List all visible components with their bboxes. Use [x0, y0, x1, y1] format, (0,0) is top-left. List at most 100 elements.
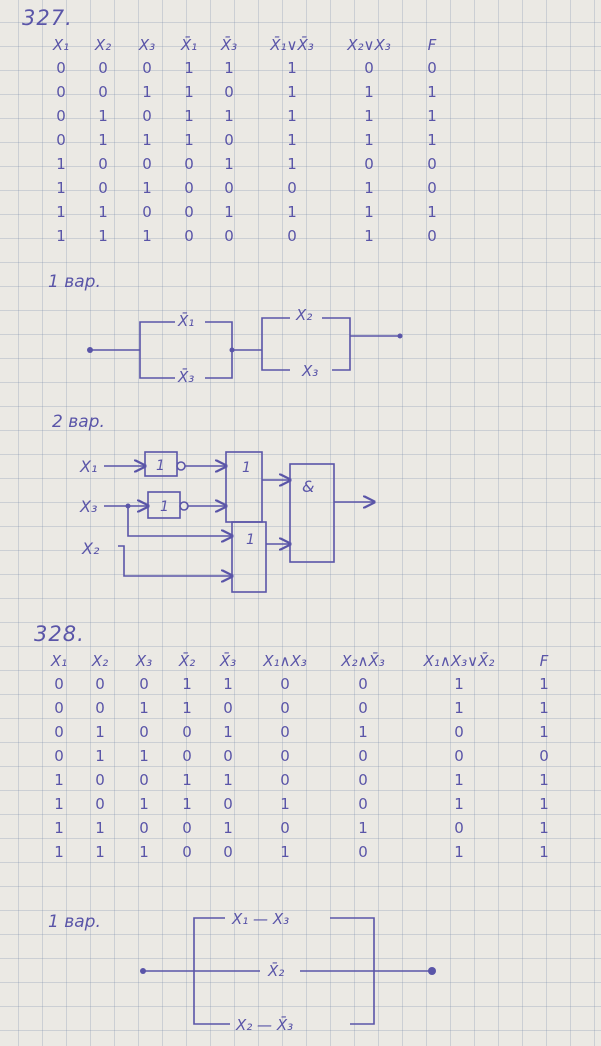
table-cell: 1	[287, 59, 297, 77]
header-x1-and-x3: X₁∧X₃	[263, 652, 307, 670]
table-cell: 1	[95, 747, 105, 765]
table-cell: 1	[223, 771, 233, 789]
table-cell: 0	[280, 699, 290, 717]
variant-1-label-328: 1 вар.	[48, 912, 101, 932]
contact-x3: X₃	[301, 362, 318, 380]
table-cell: 1	[539, 843, 549, 861]
table-cell: 1	[182, 699, 192, 717]
table-cell: 1	[182, 675, 192, 693]
table-cell: 1	[224, 107, 234, 125]
table-cell: 0	[280, 723, 290, 741]
table-cell: 0	[287, 227, 297, 245]
table-cell: 1	[287, 107, 297, 125]
table-cell: 1	[287, 155, 297, 173]
table-cell: 0	[364, 155, 374, 173]
table-cell: 1	[182, 795, 192, 813]
table-cell: 0	[223, 795, 233, 813]
table-cell: 0	[139, 771, 149, 789]
table-cell: 1	[223, 675, 233, 693]
table-cell: 0	[54, 699, 64, 717]
and-gate-label: &	[302, 477, 314, 496]
table-cell: 1	[54, 819, 64, 837]
variant-2-label-327: 2 вар.	[52, 412, 105, 432]
not-gate-1-label: 1	[156, 458, 165, 474]
table-cell: 1	[184, 131, 194, 149]
table-cell: 1	[142, 131, 152, 149]
table-cell: 1	[454, 675, 464, 693]
table-cell: 0	[139, 675, 149, 693]
table-cell: 0	[98, 155, 108, 173]
table-cell: 0	[95, 675, 105, 693]
table-cell: 0	[358, 843, 368, 861]
branch-top: X₁ — X₃	[231, 910, 289, 928]
table-cell: 1	[139, 747, 149, 765]
table-cell: 1	[56, 155, 66, 173]
or-gate-2-label: 1	[246, 532, 255, 548]
table-cell: 1	[539, 675, 549, 693]
table-cell: 0	[539, 747, 549, 765]
header-f: F	[427, 36, 437, 54]
header-x2-and-not-x3: X₂∧X̄₃	[341, 652, 385, 670]
table-cell: 1	[98, 227, 108, 245]
table-cell: 0	[224, 83, 234, 101]
table-cell: 1	[280, 795, 290, 813]
table-cell: 0	[427, 227, 437, 245]
table-cell: 1	[98, 203, 108, 221]
table-cell: 0	[56, 107, 66, 125]
table-cell: 1	[539, 699, 549, 717]
branch-middle: X̄₂	[267, 961, 284, 980]
table-cell: 0	[454, 819, 464, 837]
table-cell: 0	[427, 155, 437, 173]
not-gate-2-label: 1	[160, 499, 169, 515]
header-not-x3: X̄₃	[219, 652, 237, 670]
table-cell: 1	[539, 795, 549, 813]
table-cell: 1	[454, 699, 464, 717]
table-cell: 0	[95, 699, 105, 717]
table-cell: 1	[182, 771, 192, 789]
header-x3: X₃	[135, 652, 153, 670]
table-cell: 1	[54, 771, 64, 789]
header-x1-and-x3-or-not-x2: X₁∧X₃∨X̄₂	[423, 652, 495, 670]
table-cell: 0	[454, 747, 464, 765]
table-cell: 1	[454, 843, 464, 861]
table-cell: 0	[139, 723, 149, 741]
table-cell: 1	[364, 179, 374, 197]
or-gate-2	[231, 521, 267, 593]
header-x2: X₂	[94, 36, 112, 54]
header-x2-or-x3: X₂∨X₃	[347, 36, 391, 54]
table-cell: 1	[184, 59, 194, 77]
table-cell: 0	[182, 747, 192, 765]
header-x1: X₁	[52, 36, 70, 54]
table-cell: 1	[364, 131, 374, 149]
table-cell: 0	[223, 747, 233, 765]
table-cell: 0	[358, 699, 368, 717]
header-not-x3: X̄₃	[220, 36, 238, 54]
table-cell: 0	[182, 843, 192, 861]
table-cell: 0	[184, 203, 194, 221]
table-cell: 1	[539, 723, 549, 741]
table-cell: 1	[56, 227, 66, 245]
table-cell: 1	[142, 179, 152, 197]
table-header-row: X₁ X₂ X₃ X̄₂ X̄₃ X₁∧X₃ X₂∧X̄₃ X₁∧X₃∨X̄₂ …	[40, 650, 574, 672]
variant-1-label-327: 1 вар.	[48, 272, 101, 292]
table-cell: 1	[142, 83, 152, 101]
table-cell: 0	[54, 747, 64, 765]
table-cell: 0	[280, 675, 290, 693]
table-cell: 0	[287, 179, 297, 197]
table-cell: 0	[280, 771, 290, 789]
header-f: F	[539, 652, 549, 670]
contact-x1bar: X̄₁	[177, 311, 194, 330]
table-cell: 0	[358, 675, 368, 693]
table-cell: 1	[539, 819, 549, 837]
